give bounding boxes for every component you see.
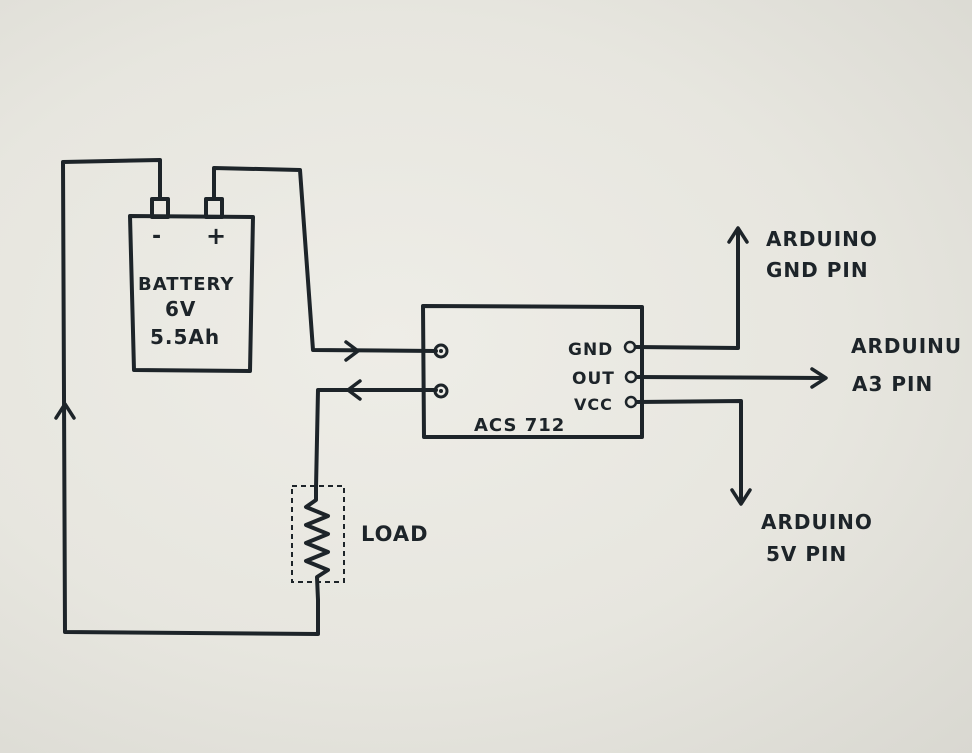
supply-direction-arrow-icon bbox=[344, 340, 360, 362]
left-wire-up-arrow-icon bbox=[54, 402, 76, 420]
input-screw-terminal-2 bbox=[433, 383, 449, 399]
pin-out-dot bbox=[624, 370, 638, 384]
vcc-down-arrow-icon bbox=[730, 488, 752, 506]
battery-label-capacity: 5.5Ah bbox=[150, 325, 220, 349]
return-wire bbox=[61, 158, 320, 636]
battery-positive-terminal bbox=[204, 197, 224, 219]
load-wire bbox=[314, 388, 438, 490]
battery-label-name: BATTERY bbox=[138, 274, 234, 295]
return-direction-arrow-icon bbox=[346, 379, 362, 401]
input-screw-terminal-1 bbox=[433, 343, 449, 359]
battery: - + BATTERY 6V 5.5Ah bbox=[128, 197, 255, 373]
arduino-5v-line1: ARDUINO bbox=[761, 510, 873, 534]
acs712-board bbox=[421, 304, 644, 439]
acs712-module: GND OUT VCC ACS 712 bbox=[421, 304, 644, 439]
arduino-gnd-line1: ARDUINO bbox=[766, 227, 878, 251]
load-resistor: LOAD bbox=[291, 485, 429, 602]
arduino-a3-line2: A3 PIN bbox=[852, 372, 933, 396]
gnd-up-arrow-icon bbox=[727, 226, 749, 244]
pin-label-vcc: VCC bbox=[574, 395, 613, 414]
arduino-gnd-line2: GND PIN bbox=[766, 258, 869, 282]
arduino-a3-line1: ARDUINU bbox=[851, 334, 962, 358]
pin-label-gnd: GND bbox=[568, 340, 613, 360]
resistor-zigzag-icon bbox=[304, 486, 330, 602]
gnd-wire bbox=[634, 230, 740, 350]
battery-minus-sign: - bbox=[152, 224, 162, 249]
pin-vcc-dot bbox=[624, 395, 638, 409]
supply-wire bbox=[212, 166, 438, 353]
out-wire bbox=[635, 375, 824, 380]
pin-gnd-dot bbox=[623, 340, 637, 354]
pin-label-out: OUT bbox=[572, 369, 615, 389]
battery-plus-sign: + bbox=[206, 222, 227, 250]
arduino-5v-label: ARDUINO 5V PIN bbox=[761, 510, 873, 566]
battery-label-voltage: 6V bbox=[165, 297, 196, 321]
out-right-arrow-icon bbox=[810, 367, 828, 389]
arduino-5v-line2: 5V PIN bbox=[766, 542, 847, 566]
load-label: LOAD bbox=[361, 522, 429, 546]
vcc-wire bbox=[635, 399, 743, 502]
arduino-gnd-label: ARDUINO GND PIN bbox=[766, 227, 878, 282]
acs712-label: ACS 712 bbox=[474, 415, 565, 436]
arduino-a3-label: ARDUINU A3 PIN bbox=[851, 334, 962, 396]
